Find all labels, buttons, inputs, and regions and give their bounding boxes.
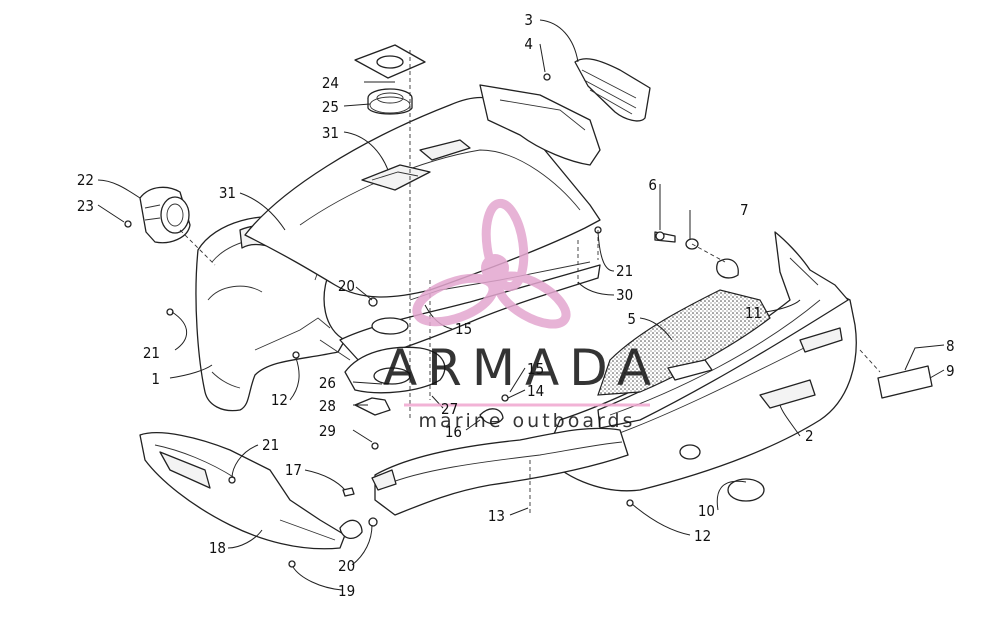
callout-label: 20: [338, 277, 355, 295]
callout-label: 27: [441, 400, 458, 418]
part-3-grille: [574, 58, 651, 122]
callout-label: 18: [209, 539, 226, 557]
propeller-blade: [481, 198, 529, 292]
callout-label: 9: [946, 362, 955, 380]
part-18-front-bumper: [139, 432, 346, 550]
callout-label: 12: [271, 391, 288, 409]
part-25-boot: [367, 88, 413, 115]
callout-label: 26: [319, 374, 336, 392]
callout-label: 30: [616, 286, 633, 304]
callout-label: 20: [338, 557, 355, 575]
callout-label: 12: [694, 527, 711, 545]
callout-label: 4: [524, 35, 533, 53]
callout-label: 31: [322, 124, 339, 142]
brand-tagline: marine outboards: [419, 410, 636, 432]
callout-label: 13: [488, 507, 505, 525]
part-31-console: [244, 96, 601, 298]
callout-label: 15: [455, 320, 472, 338]
callout-label: 8: [946, 337, 955, 355]
assembly-lines: [179, 50, 881, 515]
propeller-blade: [412, 273, 498, 327]
part-28-bracket: [354, 397, 391, 416]
part-24-flange: [354, 44, 426, 79]
callout-label: 17: [285, 461, 302, 479]
callout-label: 14: [527, 382, 544, 400]
callout-label: 21: [616, 262, 633, 280]
leader-lines: [97, 19, 945, 591]
callout-label: 24: [322, 74, 339, 92]
propeller-hub: [481, 254, 509, 282]
brand-name: ARMADA: [383, 339, 661, 397]
callout-label: 29: [319, 422, 336, 440]
part-3b-rear-cowl: [479, 84, 601, 166]
callout-label: 16: [445, 423, 462, 441]
callout-label: 23: [77, 197, 94, 215]
part-5b-strap: [667, 359, 713, 381]
callout-label: 15: [527, 360, 544, 378]
callout-label: 7: [740, 201, 749, 219]
callout-label: 2: [805, 427, 814, 445]
hardware: [124, 73, 933, 568]
callout-label: 22: [77, 171, 94, 189]
callout-label: 10: [698, 502, 715, 520]
part-22-intake-boot: [139, 186, 191, 244]
callout-label: 6: [648, 176, 657, 194]
part-13-lower-rail: [371, 427, 629, 516]
callout-label: 21: [262, 436, 279, 454]
callout-label: 3: [524, 11, 533, 29]
callout-label: 1: [151, 370, 160, 388]
callout-label: 31: [219, 184, 236, 202]
callout-label: 19: [338, 582, 355, 600]
part-5-foam-pad: [597, 289, 771, 396]
callouts: 3 4 24 25 31 22 23 31 20 6 7 21 30 5 11 …: [77, 11, 955, 600]
callout-label: 11: [745, 304, 762, 322]
callout-label: 5: [627, 310, 636, 328]
armada-logo: ARMADA marine outboards: [383, 198, 661, 432]
callout-label: 21: [143, 344, 160, 362]
callout-label: 28: [319, 397, 336, 415]
callout-label: 25: [322, 98, 339, 116]
